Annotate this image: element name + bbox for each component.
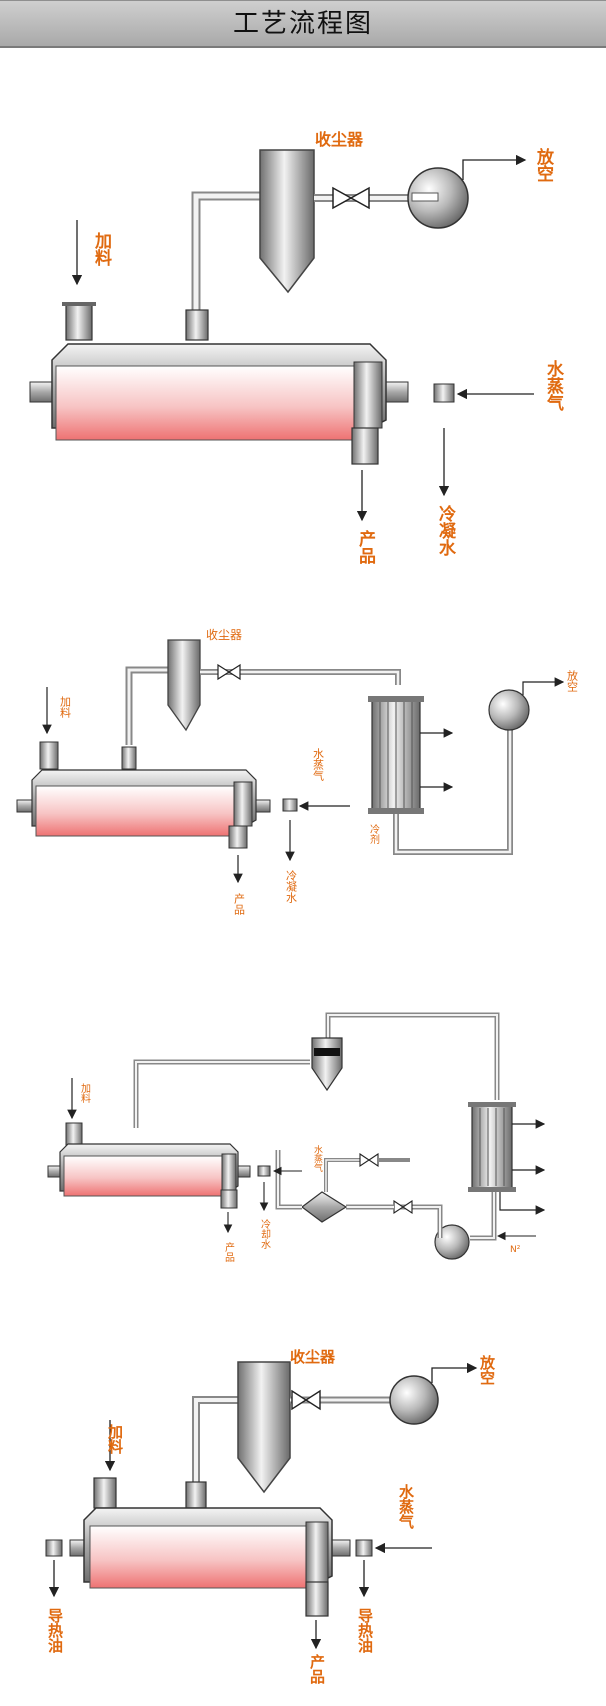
label-product: 产品 — [233, 892, 246, 915]
dust-collector-cyclone — [167, 639, 201, 732]
dryer-drum — [35, 785, 235, 837]
label-vent: 放空 — [566, 669, 579, 692]
label-product: 产品 — [355, 529, 376, 565]
diagram-3: N² 加料 水蒸气 — [47, 1012, 546, 1263]
vapor-outlet — [185, 309, 209, 341]
exhaust-fan — [389, 1375, 439, 1425]
duct-pipe — [191, 191, 262, 310]
thermal-oil-connector-left — [45, 1539, 63, 1557]
dust-collector-cyclone — [259, 149, 315, 294]
diagram-4: 放空 收尘器 加料 水蒸气 导热油 导热油 产品 — [45, 1348, 496, 1685]
dryer-drum — [55, 365, 355, 441]
dust-collector-cyclone — [237, 1361, 291, 1494]
dryer-drum — [63, 1155, 223, 1197]
label-feed: 加料 — [79, 1083, 91, 1104]
label-feed: 加料 — [91, 232, 113, 267]
shaft-right — [383, 381, 409, 403]
steam-trap — [257, 1165, 271, 1177]
separator — [301, 1191, 348, 1223]
bag-filter — [311, 1037, 343, 1092]
valve-icon — [393, 1199, 413, 1215]
label-steam: 水蒸气 — [397, 1483, 415, 1530]
label-coolant: 冷剂 — [368, 823, 380, 845]
diagram-1: 放空 收尘器 加料 水蒸气 冷凝水 产品 — [29, 130, 565, 565]
label-steam: 水蒸气 — [543, 359, 565, 412]
label-dust-collector: 收尘器 — [206, 628, 242, 642]
valve-icon — [359, 1152, 379, 1168]
title-bar: 工艺流程图 — [0, 0, 606, 48]
steam-trap — [282, 798, 298, 812]
label-feed: 加料 — [106, 1424, 124, 1455]
vacuum-pump — [434, 1224, 470, 1260]
thermal-oil-connector-right — [355, 1539, 373, 1557]
label-condensate: 冷凝水 — [435, 504, 456, 557]
feed-inlet — [65, 303, 93, 341]
valve-icon — [332, 186, 370, 210]
label-thermal-oil-left: 导热油 — [46, 1608, 64, 1654]
vent-arrow — [462, 154, 527, 180]
label-product: 产品 — [308, 1653, 326, 1685]
exhaust-fan — [488, 689, 530, 731]
label-thermal-oil-right: 导热油 — [356, 1608, 374, 1654]
label-dust-collector: 收尘器 — [290, 1348, 336, 1366]
label-nitrogen: N² — [510, 1245, 521, 1255]
condenser — [471, 1105, 513, 1189]
label-condensate: 冷凝水 — [285, 870, 298, 903]
label-steam: 水蒸气 — [312, 1144, 323, 1172]
product-outlet — [351, 427, 379, 465]
label-condensate: 冷却水 — [259, 1218, 271, 1249]
label-vent: 放空 — [478, 1354, 496, 1385]
diagram-2: 收尘器 冷剂 放空 加料 水蒸气 冷凝水 — [16, 628, 579, 915]
steam-trap — [433, 383, 455, 403]
dryer-drum — [89, 1525, 307, 1589]
label-steam: 水蒸气 — [312, 748, 325, 781]
label-dust-collector: 收尘器 — [315, 130, 364, 149]
label-product: 产品 — [223, 1241, 235, 1263]
valve-icon — [291, 1389, 321, 1411]
label-feed: 加料 — [59, 696, 72, 719]
label-vent: 放空 — [533, 147, 555, 182]
page-title: 工艺流程图 — [232, 9, 373, 39]
valve-icon — [217, 663, 241, 681]
